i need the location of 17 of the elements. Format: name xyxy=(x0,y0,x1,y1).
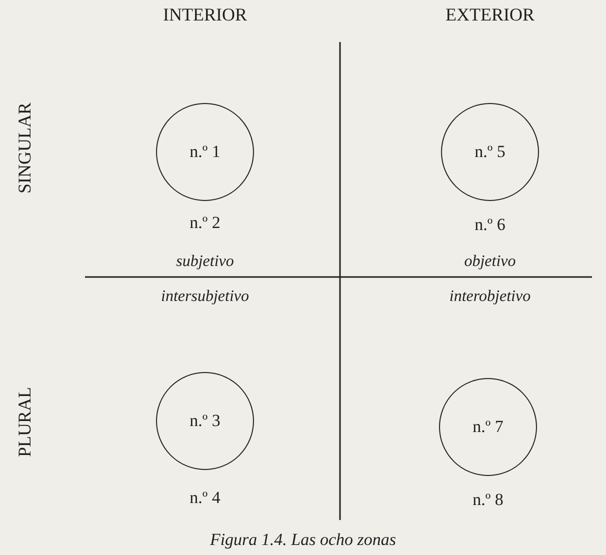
zone-circle: n.º 7 xyxy=(439,378,537,476)
zone-circle: n.º 1 xyxy=(156,103,254,201)
zone-number: n.º 8 xyxy=(472,490,504,510)
zone-number: n.º 4 xyxy=(190,488,220,508)
zone-number: n.º 6 xyxy=(474,215,506,235)
row-heading: SINGULAR xyxy=(14,102,36,194)
zone-circle: n.º 5 xyxy=(441,103,539,201)
zone-number: n.º 2 xyxy=(190,213,220,233)
column-heading: EXTERIOR xyxy=(446,4,534,26)
figure-caption: Figura 1.4. Las ocho zonas xyxy=(208,530,398,550)
zone-circle: n.º 3 xyxy=(156,372,254,470)
quadrant-label: objetivo xyxy=(464,253,516,271)
column-heading: INTERIOR xyxy=(163,4,247,26)
quadrant-label: subjetivo xyxy=(176,253,234,271)
row-heading: PLURAL xyxy=(14,387,36,457)
quadrant-label: intersubjetivo xyxy=(161,288,249,306)
quadrant-label: interobjetivo xyxy=(449,288,531,306)
